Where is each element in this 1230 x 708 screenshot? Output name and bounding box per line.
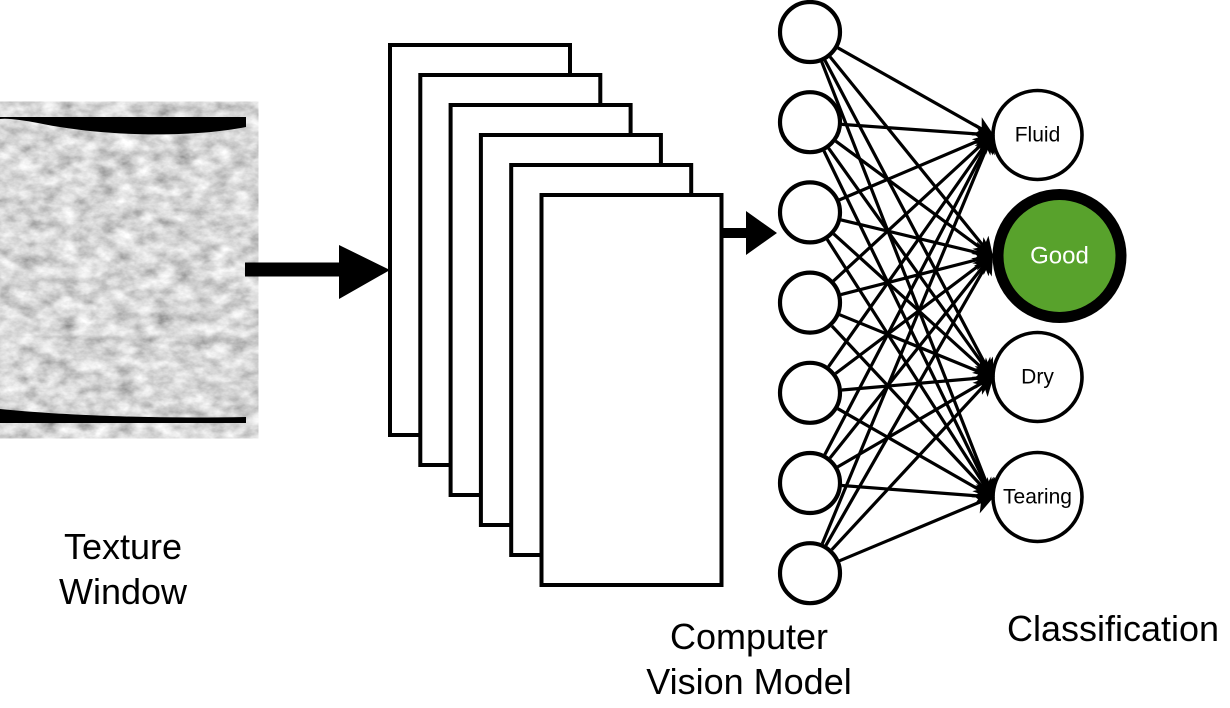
input-node-7	[777, 541, 843, 606]
input-node-4	[777, 270, 843, 335]
cv-model-label-line1: Computer	[669, 616, 829, 657]
input-node-1	[777, 0, 843, 65]
edge-input6-to-good	[828, 253, 994, 459]
output-label-fluid: Fluid	[1015, 124, 1061, 147]
texture-image-speckle	[0, 117, 246, 423]
edge-input5-to-fluid	[827, 132, 994, 368]
texture-window-label-line1: Texture	[63, 526, 183, 567]
edge-input1-to-tearing	[820, 61, 996, 500]
edge-input2-to-good	[834, 139, 995, 258]
network-edges	[820, 46, 996, 563]
edge-input1-to-fluid	[837, 46, 995, 137]
edge-input6-to-fluid	[823, 132, 994, 456]
edge-input5-to-tearing	[837, 407, 995, 499]
edge-input7-to-fluid	[820, 132, 995, 545]
arrow-texture-to-model	[245, 245, 390, 299]
edge-input2-to-dry	[827, 147, 994, 380]
model-layer-stack	[388, 43, 724, 587]
output-label-good: Good	[1030, 243, 1089, 270]
classification-label: Classification	[953, 606, 1230, 651]
edge-input4-to-fluid	[832, 132, 995, 283]
output-label-dry: Dry	[1021, 366, 1054, 389]
edge-input4-to-good	[840, 250, 995, 297]
cv-model-label-line2: Vision Model	[646, 661, 852, 702]
edge-input7-to-dry	[830, 374, 995, 551]
edge-input4-to-dry	[838, 313, 995, 380]
edge-input2-to-tearing	[822, 150, 994, 500]
arrow-model-to-network	[720, 211, 777, 255]
edge-input3-to-tearing	[825, 238, 994, 500]
texture-window-label-line2: Window	[58, 571, 188, 612]
texture-top-band	[0, 117, 246, 135]
input-node-3	[777, 180, 843, 245]
model-layer-6	[539, 193, 724, 587]
edge-input2-to-fluid	[841, 122, 996, 145]
computer-vision-model-label: Computer Vision Model	[589, 614, 909, 704]
edge-input1-to-dry	[823, 59, 994, 380]
edge-input5-to-good	[834, 254, 994, 375]
network-output-nodes	[991, 88, 1127, 544]
output-node-good	[1003, 200, 1116, 312]
input-node-6	[777, 450, 843, 516]
edge-input6-to-dry	[836, 375, 995, 469]
texture-window-image	[0, 117, 246, 423]
edge-input1-to-good	[828, 55, 994, 259]
output-label-tearing: Tearing	[1003, 486, 1072, 509]
edge-input7-to-good	[824, 253, 994, 547]
edge-input3-to-fluid	[838, 132, 995, 202]
classification-label-text: Classification	[1006, 608, 1220, 649]
edge-input7-to-tearing	[838, 494, 995, 563]
edge-input3-to-good	[840, 218, 995, 262]
edge-input4-to-tearing	[830, 324, 995, 500]
texture-window-label: Texture Window	[0, 524, 246, 614]
input-node-2	[777, 90, 843, 155]
edge-input6-to-tearing	[841, 483, 996, 507]
texture-bottom-band	[0, 409, 246, 423]
input-node-5	[777, 360, 843, 425]
network-input-nodes	[777, 0, 843, 606]
